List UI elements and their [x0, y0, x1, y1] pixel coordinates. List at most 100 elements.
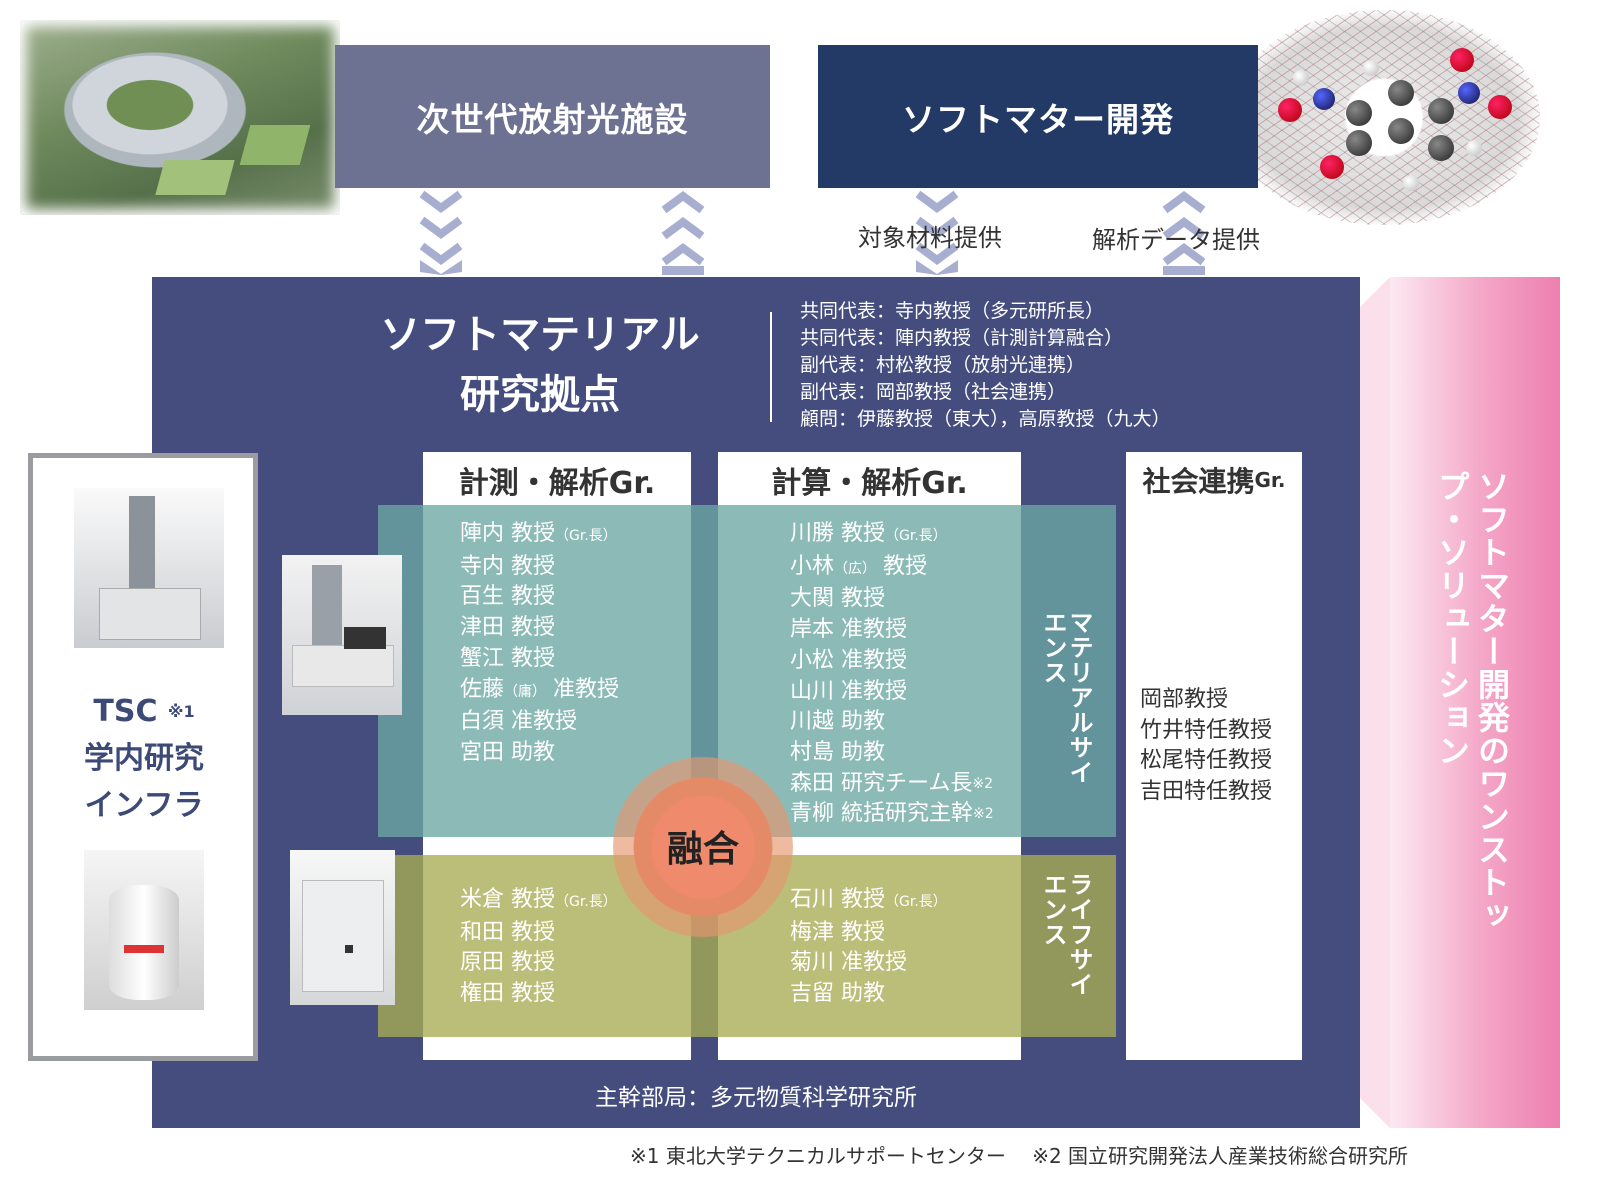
member-name: 白須 准教授 — [460, 709, 577, 735]
leadership-list: 共同代表：寺内教授（多元研所長） 共同代表：陣内教授（計測計算融合） 副代表：村… — [800, 298, 1171, 433]
member-note: ※2 — [972, 775, 993, 792]
member-name: 百生 教授 — [460, 584, 555, 610]
microscope-column — [312, 565, 342, 645]
member-name: 岸本 准教授 — [790, 617, 907, 643]
solution-label: ソフトマター開発のワンストップ・ソリューション — [1433, 470, 1511, 932]
leader-item: 共同代表：寺内教授（多元研所長） — [800, 300, 1105, 322]
member-name-text: 陣内 教授 — [460, 521, 555, 546]
member-name: 原田 教授 — [460, 950, 555, 976]
member-name: 吉留 助教 — [790, 981, 885, 1007]
member-name: 川越 助教 — [790, 709, 885, 735]
tsc-label: TSC ※1 学内研究 インフラ — [34, 688, 254, 829]
measurement-group-title: 計測・解析Gr. — [458, 465, 656, 501]
hub-title-line1: ソフトマテリアル — [380, 312, 700, 358]
member-note: （Gr.長） — [885, 528, 947, 544]
member-name: 川勝 教授（Gr.長） — [790, 519, 994, 552]
member-name-text: 森田 研究チーム長 — [790, 770, 973, 796]
nmr-magnet — [109, 885, 179, 1000]
member-name: 佐藤（庸） 准教授 — [460, 675, 619, 708]
carbon-atom — [1388, 80, 1414, 106]
member-name: 小松 准教授 — [790, 647, 907, 673]
social-members: 岡部教授 竹井特任教授 松尾特任教授 吉田特任教授 — [1140, 685, 1272, 808]
indicator-shape — [345, 945, 353, 953]
instrument-base — [99, 588, 201, 640]
hydrogen-atom — [1403, 175, 1419, 191]
solution-arrow — [1360, 277, 1560, 1128]
tsc-footnote-mark: ※1 — [167, 702, 195, 721]
hydrogen-atom — [1363, 60, 1379, 76]
hydrogen-atom — [1293, 70, 1309, 86]
nmr-stripe — [124, 945, 164, 953]
oxygen-atom — [1450, 48, 1474, 72]
leader-item: 副代表：村松教授（放射光連携） — [800, 354, 1086, 376]
fusion-circle — [613, 757, 793, 937]
life-science-label: ライフサイエンス — [1039, 872, 1093, 997]
chevron-up-icon — [661, 191, 705, 275]
member-name: 村島 助教 — [790, 739, 885, 765]
member-name: 小林（広） 教授 — [790, 552, 994, 585]
member-note: （Gr.長） — [555, 528, 617, 544]
facility-field — [155, 160, 235, 195]
social-group-title-main: 社会連携 — [1142, 464, 1255, 498]
nitrogen-atom — [1458, 82, 1480, 104]
hydrogen-atom — [1466, 140, 1482, 156]
computation-material-members: 川勝 教授（Gr.長） 小林（広） 教授 大関 教授 岸本 准教授 小松 准教授… — [790, 519, 994, 830]
spectrometer-photo — [290, 850, 395, 1005]
member-name: 岡部教授 — [1140, 687, 1229, 712]
chevron-up-icon — [1162, 191, 1206, 275]
measurement-life-members: 米倉 教授（Gr.長） 和田 教授 原田 教授 権田 教授 — [460, 885, 617, 1010]
member-title: 准教授 — [546, 676, 620, 702]
carbon-atom — [1428, 98, 1454, 124]
monitor-shape — [344, 627, 386, 649]
carbon-atom — [1428, 135, 1454, 161]
molecule-image — [1228, 10, 1540, 225]
carbon-atom — [1346, 130, 1372, 156]
member-name-text: 小林 — [790, 553, 835, 579]
member-name-text: 青柳 統括研究主幹 — [790, 801, 973, 827]
chevron-down-icon — [915, 190, 959, 275]
social-group-title-suffix: Gr. — [1254, 467, 1286, 492]
hub-title-line2: 研究拠点 — [460, 372, 620, 418]
carbon-atom — [1346, 100, 1372, 126]
headquarters-label: 主幹部局：多元物質科学研究所 — [595, 1085, 917, 1111]
material-science-label: マテリアルサイエンス — [1039, 610, 1093, 785]
member-name: 竹井特任教授 — [1140, 717, 1273, 743]
spectrometer-cabinet — [302, 880, 384, 992]
hub-title: ソフトマテリアル 研究拠点 — [370, 305, 710, 425]
member-note: （広） — [834, 560, 877, 577]
member-name-text: 佐藤 — [460, 676, 505, 702]
measurement-material-members: 陣内 教授（Gr.長） 寺内 教授 百生 教授 津田 教授 蟹江 教授 佐藤（庸… — [460, 519, 619, 769]
member-note: （庸） — [504, 683, 547, 700]
divider — [770, 312, 772, 422]
footnotes: ※1 東北大学テクニカルサポートセンター ※2 国立研究開発法人産業技術総合研究… — [630, 1144, 1409, 1168]
leader-item: 共同代表：陣内教授（計測計算融合） — [800, 327, 1124, 349]
member-name: 森田 研究チーム長※2 — [790, 769, 994, 800]
instrument-photo — [74, 488, 224, 648]
carbon-atom — [1388, 118, 1414, 144]
fusion-label: 融合 — [666, 829, 739, 870]
analysis-data-label: 解析データ提供 — [1092, 226, 1260, 254]
member-name: 松尾特任教授 — [1140, 748, 1273, 774]
member-name: 宮田 助教 — [460, 739, 555, 765]
facility-field — [239, 125, 311, 165]
member-note: （Gr.長） — [885, 894, 947, 910]
member-name: 菊川 准教授 — [790, 950, 907, 976]
member-name: 梅津 教授 — [790, 919, 885, 945]
material-supply-label: 対象材料提供 — [858, 224, 1002, 252]
computation-group-title: 計算・解析Gr. — [771, 465, 968, 501]
member-name: 蟹江 教授 — [460, 645, 555, 671]
member-name-text: 川勝 教授 — [790, 521, 885, 546]
leader-item: 顧問：伊藤教授（東大），高原教授（九大） — [800, 408, 1171, 430]
nitrogen-atom — [1313, 88, 1335, 110]
leader-item: 副代表：岡部教授（社会連携） — [800, 381, 1067, 403]
member-name: 和田 教授 — [460, 919, 555, 945]
member-name-text: 石川 教授 — [790, 887, 885, 912]
member-name: 権田 教授 — [460, 981, 555, 1007]
oxygen-atom — [1320, 155, 1344, 179]
microscope-photo — [282, 555, 402, 715]
oxygen-atom — [1488, 95, 1512, 119]
member-name: 石川 教授（Gr.長） — [790, 885, 947, 918]
microscope-desk — [292, 645, 394, 687]
synchrotron-facility-banner: 次世代放射光施設 — [335, 45, 770, 188]
